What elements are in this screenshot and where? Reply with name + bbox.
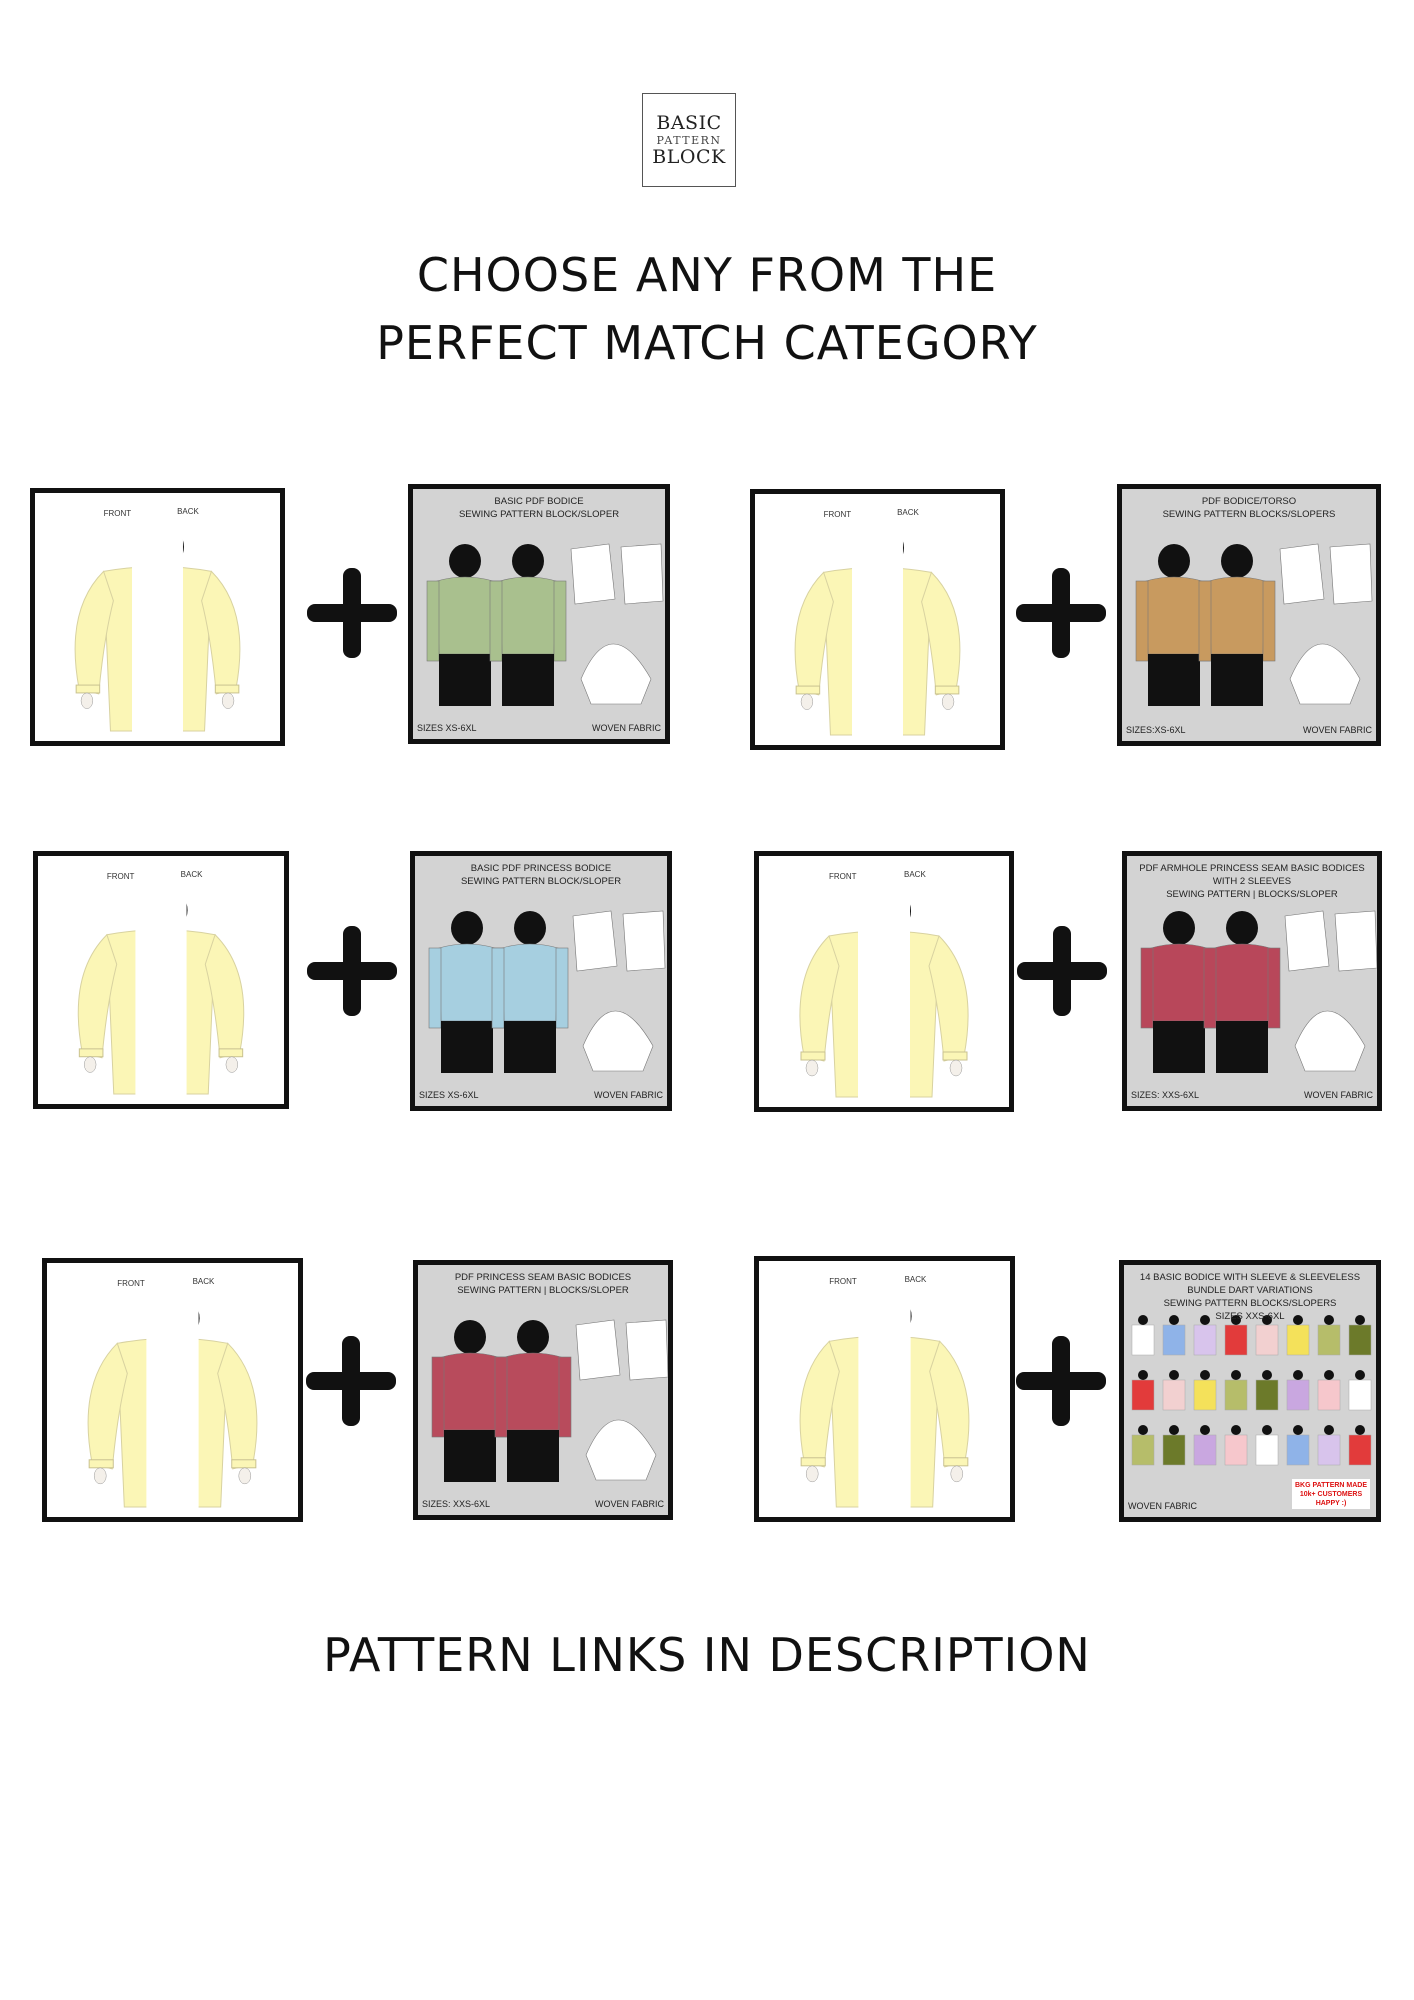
dress-tile-4[interactable]: FRONT BACK (754, 851, 1014, 1112)
dress-illustration (794, 494, 961, 745)
plus-icon (1016, 1336, 1106, 1426)
plus-icon (1017, 926, 1107, 1016)
dress-tile-3[interactable]: FRONT BACK (33, 851, 289, 1109)
back-label: BACK (180, 869, 203, 879)
cover-title: PDF PRINCESS SEAM BASIC BODICES SEWING P… (454, 1272, 632, 1296)
logo-line-2: PATTERN (656, 133, 722, 147)
front-label: FRONT (103, 508, 132, 518)
dress-tile-6[interactable]: FRONT BACK (754, 1256, 1015, 1522)
front-label: FRONT (829, 1277, 857, 1287)
cover-fabric: WOVEN FABRIC (1303, 1090, 1373, 1100)
cover-fabric: WOVEN FABRIC (594, 1499, 664, 1509)
cover-sizes: SIZES: XXS-6XL (422, 1499, 491, 1509)
dress-tile-1[interactable]: FRONT BACK (30, 488, 285, 746)
pattern-cover-6[interactable]: 14 BASIC BODICE WITH SLEEVE & SLEEVELESS… (1119, 1260, 1381, 1522)
plus-icon (307, 568, 397, 658)
pattern-cover-2[interactable]: PDF BODICE/TORSO SEWING PATTERN BLOCKS/S… (1117, 484, 1381, 746)
dress-illustration (799, 1261, 970, 1517)
front-label: FRONT (823, 509, 852, 519)
pattern-cover-5[interactable]: PDF PRINCESS SEAM BASIC BODICES SEWING P… (413, 1260, 673, 1520)
dress-illustration (87, 1263, 258, 1517)
pattern-cover-1[interactable]: BASIC PDF BODICE SEWING PATTERN BLOCK/SL… (408, 484, 670, 744)
cover-fabric: WOVEN FABRIC (1128, 1501, 1198, 1511)
cover-title: BASIC PDF BODICE SEWING PATTERN BLOCK/SL… (458, 496, 620, 520)
back-label: BACK (192, 1277, 215, 1287)
cover-title: BASIC PDF PRINCESS BODICE SEWING PATTERN… (460, 863, 622, 887)
pattern-cover-4[interactable]: PDF ARMHOLE PRINCESS SEAM BASIC BODICES … (1122, 851, 1382, 1111)
cover-illustration (428, 910, 666, 1073)
cover-sizes: SIZES XS-6XL (419, 1090, 479, 1100)
front-label: FRONT (106, 871, 135, 881)
plus-icon (306, 1336, 396, 1426)
footer-text: PATTERN LINKS IN DESCRIPTION (323, 1628, 1091, 1682)
cover-illustration (1135, 543, 1373, 706)
back-label: BACK (897, 507, 919, 517)
dress-tile-5[interactable]: FRONT BACK (42, 1258, 303, 1522)
cover-sizes: SIZES: XXS-6XL (1131, 1090, 1200, 1100)
back-label: BACK (904, 1275, 927, 1285)
cover-illustration (426, 543, 664, 706)
cover-fabric: WOVEN FABRIC (593, 1090, 663, 1100)
pattern-cover-3[interactable]: BASIC PDF PRINCESS BODICE SEWING PATTERN… (410, 851, 672, 1111)
cover-sizes: SIZES:XS-6XL (1126, 725, 1186, 735)
front-label: FRONT (829, 872, 857, 881)
plus-icon (307, 926, 397, 1016)
front-label: FRONT (117, 1279, 145, 1289)
logo-line-3: BLOCK (652, 145, 726, 168)
logo-line-1: BASIC (656, 111, 722, 134)
brand-logo: BASIC PATTERN BLOCK (642, 93, 736, 187)
cover-title: PDF ARMHOLE PRINCESS SEAM BASIC BODICES … (1139, 863, 1365, 900)
dress-illustration (799, 856, 969, 1107)
back-label: BACK (904, 870, 926, 879)
dress-illustration (74, 493, 241, 741)
customer-badge: BKG PATTERN MADE 10k+ CUSTOMERS HAPPY :) (1292, 1479, 1370, 1509)
cover-illustration (431, 1319, 668, 1482)
headline-line-1: CHOOSE ANY FROM THE (416, 248, 998, 302)
cover-fabric: WOVEN FABRIC (1302, 725, 1372, 735)
cover-fabric: WOVEN FABRIC (591, 723, 661, 733)
cover-sizes: SIZES XS-6XL (417, 723, 477, 733)
cover-illustration (1140, 910, 1377, 1073)
plus-icon (1016, 568, 1106, 658)
dress-tile-2[interactable]: FRONT BACK (750, 489, 1005, 750)
back-label: BACK (177, 506, 199, 516)
cover-illustration (1131, 1315, 1372, 1466)
dress-illustration (77, 856, 245, 1104)
cover-title: 14 BASIC BODICE WITH SLEEVE & SLEEVELESS… (1139, 1272, 1361, 1322)
cover-title: PDF BODICE/TORSO SEWING PATTERN BLOCKS/S… (1162, 496, 1336, 520)
headline-line-2: PERFECT MATCH CATEGORY (376, 316, 1038, 370)
